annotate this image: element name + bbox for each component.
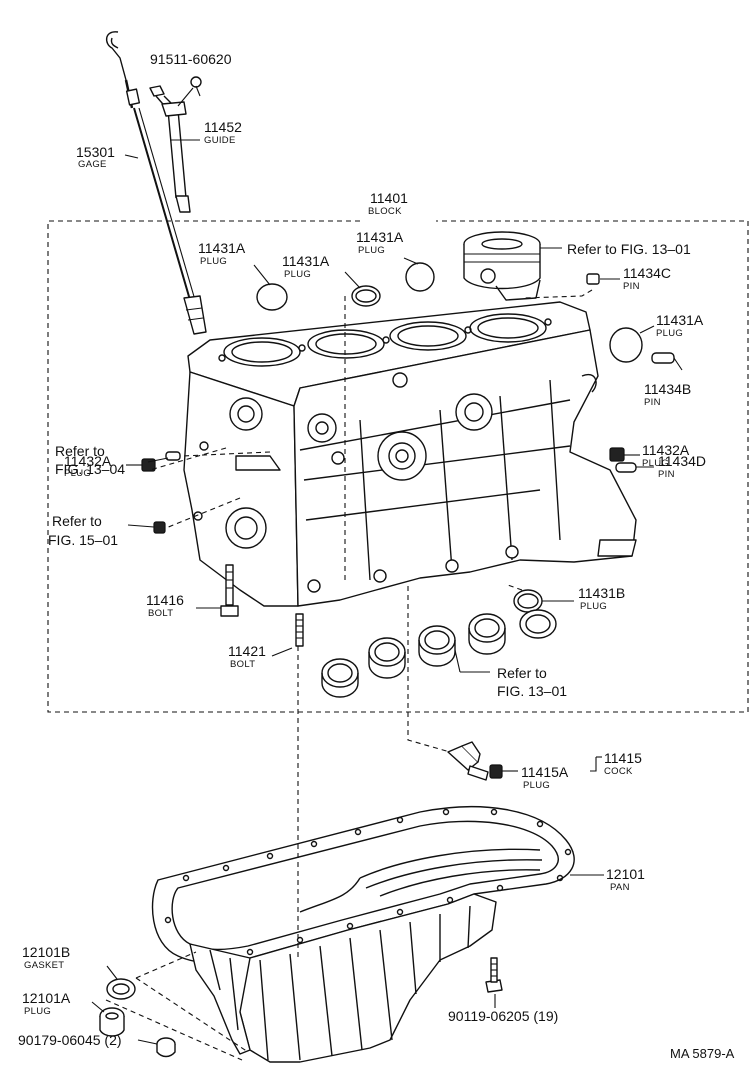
label-bolt-16-name: BOLT	[148, 608, 173, 619]
main-bearings[interactable]	[321, 609, 557, 698]
pin-b[interactable]	[651, 352, 675, 364]
dipstick-guide[interactable]	[149, 85, 191, 213]
expansion-plug-2[interactable]	[351, 285, 381, 307]
pin-left[interactable]	[165, 451, 181, 461]
label-block-num: 11401	[370, 190, 408, 206]
label-pan-bolt: 90119-06205 (19)	[448, 1008, 558, 1024]
piston[interactable]	[463, 231, 541, 301]
label-gasket-num: 12101B	[22, 944, 70, 960]
label-block-name: BLOCK	[368, 206, 402, 217]
part-labels: 91511-60620 11452 GUIDE 15301 GAGE 11401…	[18, 51, 735, 1061]
drain-gasket[interactable]	[106, 978, 136, 1000]
label-plug-b-name: PLUG	[580, 601, 607, 612]
label-bolt-21-num: 11421	[228, 643, 266, 659]
threaded-plug-right[interactable]	[609, 447, 625, 462]
expansion-plug-4[interactable]	[609, 327, 643, 363]
label-dipstick-bolt: 91511-60620	[150, 51, 232, 67]
label-plug-a4-num: 11431A	[656, 312, 704, 328]
label-drain-screw: 90179-06045 (2)	[18, 1032, 122, 1048]
label-ref-bearing-1: Refer to	[497, 665, 547, 681]
dashed-projection-lines	[105, 289, 593, 1061]
label-pin-d-num: 11434D	[658, 453, 706, 469]
oil-pan[interactable]	[151, 806, 575, 1063]
pin-c[interactable]	[586, 273, 600, 285]
label-plug-01a-num: 12101A	[22, 990, 71, 1006]
ref-fitting-left[interactable]	[153, 521, 166, 534]
label-plug-01a-name: PLUG	[24, 1006, 51, 1017]
pan-screw[interactable]	[156, 1037, 176, 1058]
label-gage-name: GAGE	[78, 159, 107, 170]
label-ref-bearing-2: FIG. 13–01	[497, 683, 567, 699]
label-plug-a1-name: PLUG	[200, 256, 227, 267]
label-plug-15a-num: 11415A	[521, 764, 569, 780]
leader-lines	[91, 139, 683, 1045]
label-pin-b-num: 11434B	[644, 381, 691, 397]
label-plug-a3-name: PLUG	[358, 245, 385, 256]
label-plug-15a-name: PLUG	[523, 780, 550, 791]
label-guide-name: GUIDE	[204, 135, 236, 146]
label-plug-32a-left-num: 11432A	[64, 453, 112, 469]
pin-d[interactable]	[615, 462, 637, 473]
oil-dipstick-gage[interactable]	[105, 31, 207, 335]
expansion-plug-1[interactable]	[256, 283, 288, 311]
label-pan-name: PAN	[610, 882, 630, 893]
cylinder-block[interactable]	[183, 301, 637, 607]
block-bolt-11416[interactable]	[220, 564, 239, 617]
label-ref-left-2: FIG. 13–04	[55, 461, 125, 477]
label-pin-b-name: PIN	[644, 397, 661, 408]
label-pin-d-name: PIN	[658, 469, 675, 480]
drain-plug[interactable]	[99, 1007, 125, 1037]
label-plug-a4-name: PLUG	[656, 328, 683, 339]
label-cock-name: COCK	[604, 766, 633, 777]
label-gage-num: 15301	[76, 144, 115, 160]
dipstick-bolt[interactable]	[177, 76, 202, 107]
block-assembly-frame	[47, 220, 749, 713]
label-plug-32a-left-name: PLUG	[64, 468, 91, 479]
label-guide-num: 11452	[204, 119, 242, 135]
label-pin-c-name: PIN	[623, 281, 640, 292]
label-plug-a3-num: 11431A	[356, 229, 404, 245]
label-ref-left-1: Refer to	[55, 443, 105, 459]
label-pin-c-num: 11434C	[623, 265, 671, 281]
label-ref-left2-1: Refer to	[52, 513, 102, 529]
label-plug-a1-num: 11431A	[198, 240, 246, 256]
label-pan-num: 12101	[606, 866, 645, 882]
drain-cock[interactable]	[447, 741, 503, 781]
catalog-id: MA 5879-A	[670, 1046, 735, 1061]
label-bolt-21-name: BOLT	[230, 659, 255, 670]
label-gasket-name: GASKET	[24, 960, 64, 971]
label-ref-left2-2: FIG. 15–01	[48, 532, 118, 548]
stud-bolt-11421[interactable]	[295, 613, 304, 647]
label-plug-b-num: 11431B	[578, 585, 625, 601]
label-bolt-16-num: 11416	[146, 592, 184, 608]
expansion-plug-3[interactable]	[405, 262, 435, 292]
label-cock-num: 11415	[604, 750, 642, 766]
label-plug-a2-name: PLUG	[284, 269, 311, 280]
label-plug-32a-right-name: PLUG	[642, 458, 669, 469]
label-plug-32a-right-num: 11432A	[642, 442, 690, 458]
expansion-plug-b[interactable]	[513, 589, 543, 613]
label-plug-a2-num: 11431A	[282, 253, 330, 269]
label-ref-top: Refer to FIG. 13–01	[567, 241, 691, 257]
pan-bolt[interactable]	[485, 957, 503, 993]
